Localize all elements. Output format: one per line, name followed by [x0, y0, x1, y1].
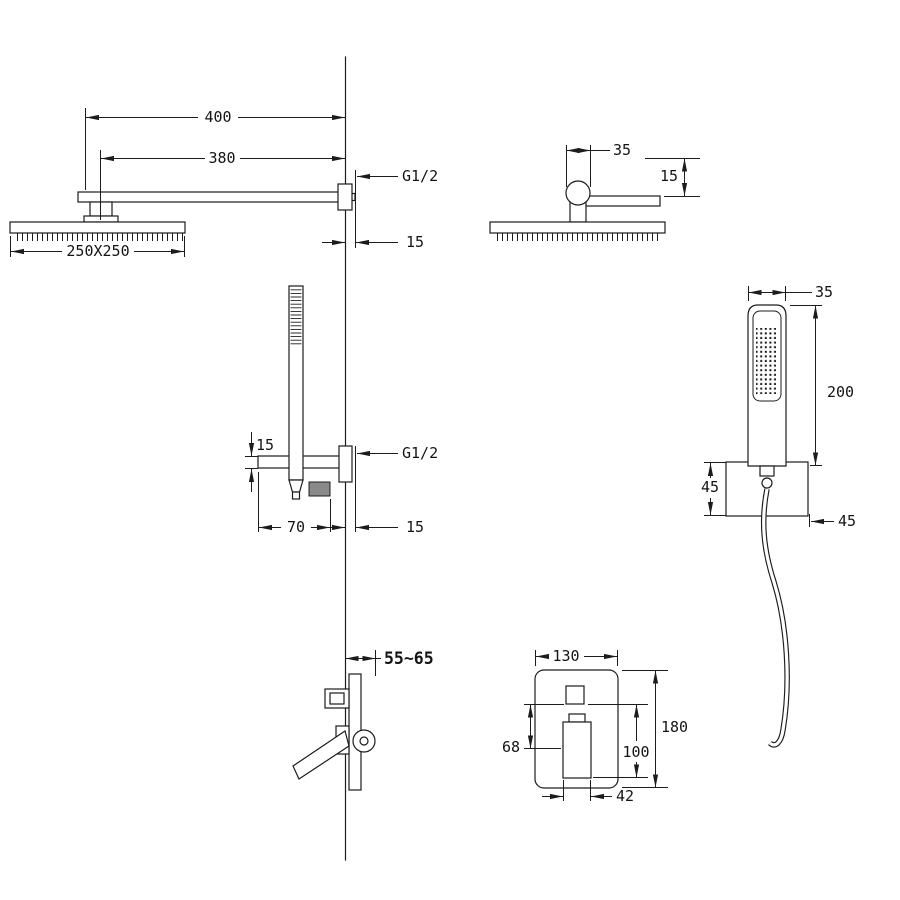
handle-stem [568, 713, 586, 723]
dim-text-45-width: 45 [838, 512, 856, 530]
hand-shower-front-view: 35 200 45 45 [701, 283, 856, 748]
thread-callout-holder: G1/2 [355, 444, 438, 532]
dim-holder-wall-offset: 15 [322, 518, 424, 536]
wand-taper [288, 479, 304, 493]
handle-lever-side [292, 730, 350, 780]
dim-text-15-holder: 15 [256, 436, 274, 454]
dim-text-130: 130 [552, 647, 579, 665]
handle-front [562, 721, 592, 779]
mixer-side-view: 55~65 [292, 649, 434, 791]
dim-knob-to-handle: 68 [502, 704, 564, 756]
dim-wall-offset: 15 [322, 233, 424, 251]
dim-text-100: 100 [622, 743, 649, 761]
dim-holder-plate-width: 45 [809, 512, 856, 530]
dim-wand-length: 200 [790, 305, 854, 466]
dim-holder-plate-height: 45 [701, 462, 726, 516]
shower-arm [77, 191, 346, 203]
dim-wand-width: 35 [748, 283, 833, 301]
dim-text-15-wall: 15 [406, 233, 424, 251]
dim-plate-height: 180 [622, 670, 688, 788]
diverter-knob-inner [329, 692, 345, 705]
holder-cradle [308, 481, 331, 497]
dim-text-15-front: 15 [660, 167, 678, 185]
dim-head-size: 250X250 [10, 236, 185, 260]
dim-plate-width: 130 [535, 647, 618, 666]
dim-text-68: 68 [502, 738, 520, 756]
shower-head-nozzles [13, 233, 183, 241]
shower-head-front-nozzles [493, 233, 662, 241]
valve-outlet-center [359, 736, 369, 746]
dim-text-15-holder-wall: 15 [406, 518, 424, 536]
mixer-front-view: 130 180 68 100 42 [502, 647, 688, 805]
dim-text-35-wand: 35 [815, 283, 833, 301]
diverter-knob [565, 685, 585, 705]
dim-connector-width: 35 [566, 141, 631, 187]
dim-text-35-front: 35 [613, 141, 631, 159]
dim-text-200: 200 [827, 383, 854, 401]
ball-joint [565, 180, 591, 206]
dim-text-45-height: 45 [701, 478, 719, 496]
wand-spray-face [756, 328, 778, 394]
dim-text-180: 180 [661, 718, 688, 736]
shower-head-front [489, 221, 666, 234]
dim-arm-length: 380 [100, 149, 345, 220]
dim-text-380: 380 [208, 149, 235, 167]
dim-overall-arm-length: 400 [85, 108, 345, 190]
wand-grip-texture [290, 289, 302, 346]
dim-holder-height: 15 [245, 432, 274, 492]
hand-shower-hose-highlight [762, 488, 789, 747]
rain-shower-front-view: 35 15 [489, 141, 700, 241]
dim-embed-depth: 55~65 [345, 649, 434, 676]
thread-label-holder: G1/2 [402, 444, 438, 462]
hose-connector-nut [759, 465, 775, 477]
hose-connector [761, 477, 773, 489]
hand-shower-side-view: 15 G1/2 70 15 [245, 285, 438, 536]
dim-text-400: 400 [204, 108, 231, 126]
wall-flange [337, 183, 353, 211]
dim-text-250x250: 250X250 [66, 242, 129, 260]
holder-wall-flange [338, 445, 353, 483]
dim-handle-span: 100 [588, 704, 650, 778]
arm-front [583, 195, 661, 207]
shower-head [9, 221, 186, 234]
dim-handle-width: 42 [542, 780, 634, 805]
wand-face-outline [752, 310, 782, 402]
dim-text-70: 70 [287, 518, 305, 536]
dim-text-55-65: 55~65 [384, 649, 434, 668]
thread-label: G1/2 [402, 167, 438, 185]
wand-hose-nipple [291, 491, 301, 500]
thread-callout: G1/2 [355, 167, 438, 248]
dim-text-42: 42 [616, 787, 634, 805]
rain-shower-side-view: 400 380 G1/2 15 250X250 [9, 108, 438, 260]
dim-drop: 15 [645, 158, 700, 197]
